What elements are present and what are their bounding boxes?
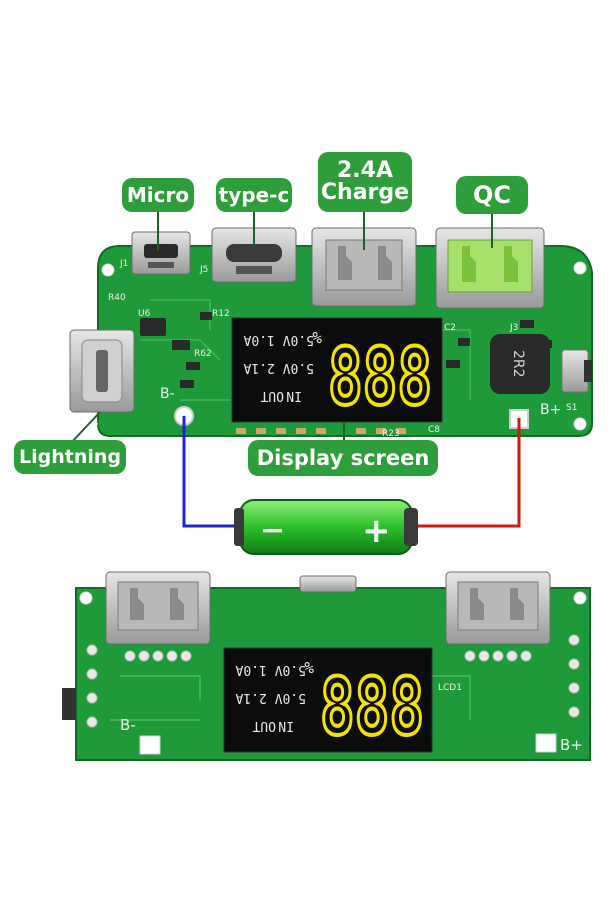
mount-hole [573, 261, 587, 275]
wire-negative [182, 416, 246, 528]
mount-hole [79, 591, 93, 605]
usb-a-port-bottom-left [105, 571, 211, 645]
usb-a-port-charge [311, 227, 417, 307]
mark-s1: S1 [566, 403, 577, 413]
lcd-out-bottom: OUT [252, 718, 276, 733]
mark-b-minus-top: B- [160, 386, 175, 402]
lcd-line1: 5.0V 1.0A [243, 332, 314, 347]
pad-b-plus-bottom [535, 733, 557, 753]
label-charge-text: Charge [320, 180, 410, 205]
lightning-port [69, 329, 135, 413]
mark-r23: R23 [382, 429, 400, 439]
lcd-display-top: 5.0V 1.0A 5.0V 2.1A % OUT IN 888 [231, 317, 443, 425]
mark-c2: C2 [444, 323, 456, 333]
lcd-in-bottom: IN [278, 718, 294, 733]
micro-usb-port [131, 231, 191, 275]
mark-j6: J6 [89, 419, 99, 429]
label-qc: QC [456, 176, 528, 214]
push-button [561, 349, 592, 393]
battery-icon: − + [234, 499, 418, 555]
mark-b-plus-top: B+ [540, 402, 561, 418]
mark-u6: U6 [138, 309, 151, 319]
mount-hole [573, 417, 587, 431]
lcd-out: OUT [260, 388, 284, 403]
top-board: 5.0V 1.0A 5.0V 2.1A % OUT IN 888 2R2 J1 … [69, 227, 593, 439]
label-charge: 2.4A Charge [318, 152, 412, 212]
lcd-in: IN [286, 388, 302, 403]
label-type-c: type-c [216, 178, 292, 212]
mark-b-plus-bottom: B+ [560, 736, 583, 754]
mark-j5: J5 [199, 265, 208, 275]
mark-r40: R40 [108, 293, 126, 303]
side-button [62, 688, 76, 720]
label-charge-current: 2.4A [337, 158, 393, 183]
micro-usb-port-bottom [299, 575, 357, 593]
bottom-board: 5.0V 1.0A 5.0V 2.1A % OUT IN 888 LCD1 B-… [62, 571, 591, 761]
pad-b-minus-bottom [139, 735, 161, 755]
battery-plus-sign: + [362, 511, 391, 551]
usb-a-port-bottom-right [445, 571, 551, 645]
smd-pads [236, 428, 406, 434]
mark-r12: R12 [212, 309, 230, 319]
mount-hole [101, 263, 115, 277]
label-lightning: Lightning [14, 440, 126, 474]
wire-positive [414, 418, 521, 528]
label-pointers [69, 212, 493, 445]
label-micro: Micro [122, 178, 194, 212]
mark-j3: J3 [509, 323, 518, 333]
mark-c8: C8 [428, 425, 440, 435]
lcd-line2: 5.0V 2.1A [243, 360, 314, 375]
battery-minus-sign: − [260, 513, 285, 548]
mark-lcd1: LCD1 [438, 683, 462, 693]
label-display-screen: Display screen [248, 440, 438, 476]
mark-j1: J1 [119, 259, 128, 269]
mark-b-minus-bottom: B- [120, 716, 136, 734]
lcd-display-bottom: 5.0V 1.0A 5.0V 2.1A % OUT IN 888 [223, 647, 433, 755]
inductor-marking: 2R2 [510, 350, 526, 378]
lcd-digits-bottom: 888 [320, 663, 424, 753]
mount-hole [573, 591, 587, 605]
lcd-percent-bottom: % [304, 658, 314, 677]
type-c-port [211, 227, 297, 283]
mark-r62: R62 [194, 349, 212, 359]
lcd-line1-bottom: 5.0V 1.0A [235, 662, 306, 677]
smd-components [140, 312, 552, 388]
inductor: 2R2 [490, 334, 550, 394]
lcd-line2-bottom: 5.0V 2.1A [235, 690, 306, 705]
lcd-percent: % [312, 328, 322, 347]
lcd-digits: 888 [328, 333, 432, 423]
usb-a-port-qc [435, 227, 545, 309]
